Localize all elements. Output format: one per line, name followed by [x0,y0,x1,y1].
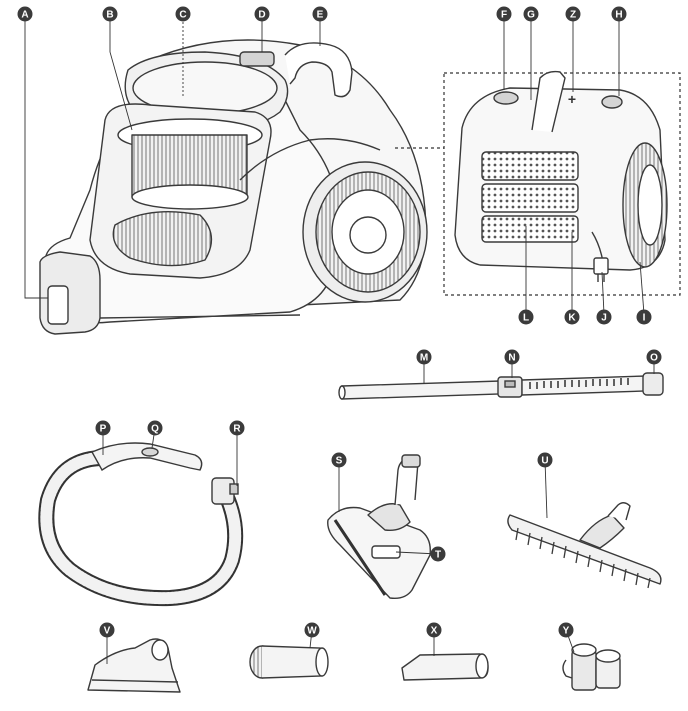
callout-circle [304,622,320,638]
rear-detail-inset: + [395,70,681,296]
callout-i: I [636,309,652,325]
callout-label: N [508,353,515,364]
callout-w: W [304,622,320,638]
callout-e: E [312,6,328,22]
telescopic-tube [338,372,664,400]
callout-circle [229,420,245,436]
callout-circle [537,452,553,468]
callout-y: Y [558,622,574,638]
callout-circle [564,309,580,325]
floor-nozzle [327,454,431,600]
callout-label: F [501,10,507,21]
callout-circle [17,6,33,22]
parquet-brush [507,502,662,589]
callout-q: Q [147,420,163,436]
callout-circle [611,6,627,22]
callout-label: Z [570,10,576,21]
callout-circle [636,309,652,325]
callout-label: D [258,10,265,21]
callout-circle [558,622,574,638]
callout-badges: A B C D E F G Z H L K J I M N O P Q R S T U V W X Y [17,6,662,638]
callout-label: Y [563,626,570,637]
accessory-holder [562,643,621,691]
callout-circle [596,309,612,325]
callout-label: U [541,456,548,467]
callout-label: Q [151,424,159,435]
callout-g: G [523,6,539,22]
flexible-hose [38,442,244,607]
callout-label: R [233,424,241,435]
callout-circle [99,622,115,638]
callout-label: M [420,353,428,364]
callout-circle [175,6,191,22]
callout-s: S [331,452,347,468]
callout-l: L [518,309,534,325]
callout-p: P [95,420,111,436]
callout-k: K [564,309,580,325]
callout-circle [426,622,442,638]
callout-j: J [596,309,612,325]
callout-label: J [601,313,607,324]
callout-z: Z [565,6,581,22]
callout-label: E [317,10,324,21]
callout-circle [416,349,432,365]
callout-m: M [416,349,432,365]
callout-circle [102,6,118,22]
callout-circle [504,349,520,365]
upholstery-nozzle [87,638,181,693]
callout-label: W [307,626,317,637]
callout-circle [147,420,163,436]
callout-r: R [229,420,245,436]
callout-n: N [504,349,520,365]
callout-c: C [175,6,191,22]
callout-v: V [99,622,115,638]
callout-label: T [435,550,441,561]
callout-d: D [254,6,270,22]
callout-x: X [426,622,442,638]
callout-circle [95,420,111,436]
callout-circle [518,309,534,325]
vacuum-main-body [39,39,428,335]
callout-label: X [431,626,438,637]
callout-circle [646,349,662,365]
callout-t: T [430,546,446,562]
callout-label: V [104,626,111,637]
dusting-brush [249,645,329,679]
callout-h: H [611,6,627,22]
callout-label: I [643,313,646,324]
callout-label: P [100,424,107,435]
callout-label: A [21,10,28,21]
plus-sign: + [568,91,576,107]
callout-label: K [568,313,576,324]
callout-label: G [527,10,535,21]
callout-circle [312,6,328,22]
callout-label: C [179,10,186,21]
callout-label: H [615,10,622,21]
callout-label: L [523,313,529,324]
callout-a: A [17,6,33,22]
callout-f: F [496,6,512,22]
callout-circle [565,6,581,22]
callout-circle [430,546,446,562]
callout-label: O [650,353,658,364]
callout-label: B [106,10,113,21]
callout-b: B [102,6,118,22]
callout-circle [254,6,270,22]
crevice-tool [401,653,489,681]
callout-label: S [336,456,343,467]
callout-circle [331,452,347,468]
callout-circle [496,6,512,22]
callout-u: U [537,452,553,468]
callout-o: O [646,349,662,365]
callout-circle [523,6,539,22]
